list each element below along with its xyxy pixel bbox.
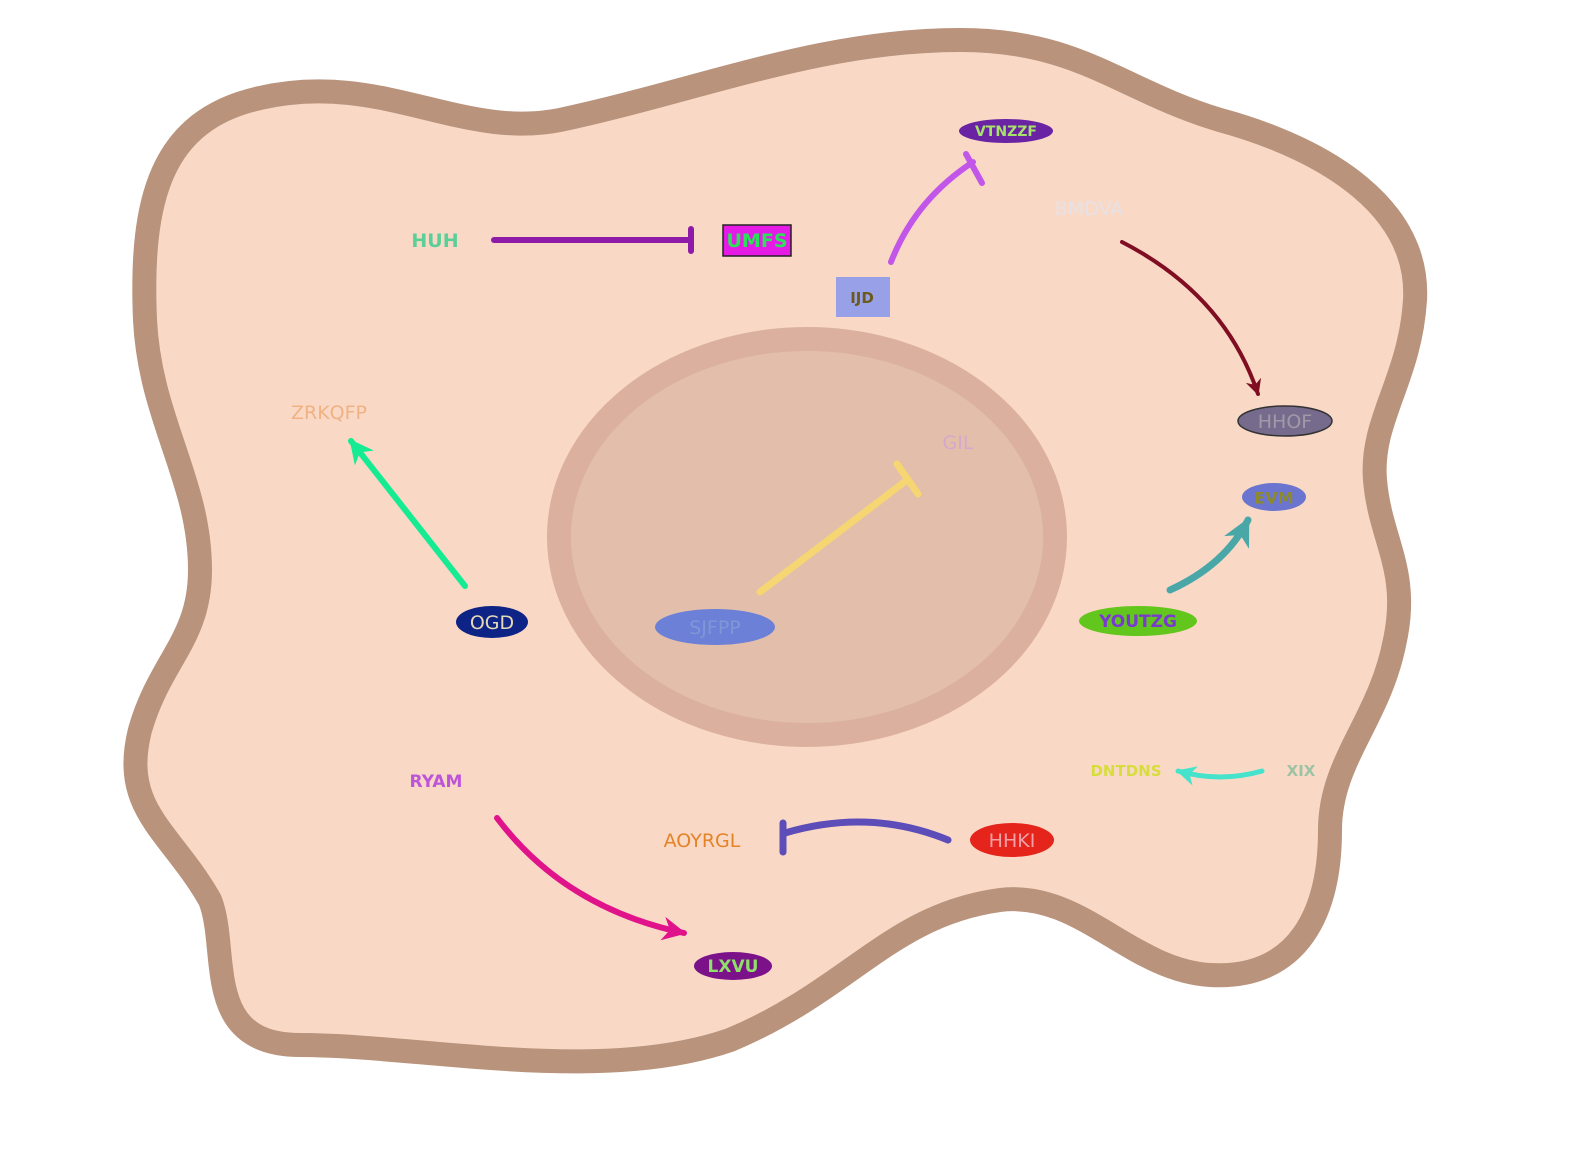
edge-ryam-lxvu: [494, 815, 687, 941]
node-dntdns-label: DNTDNS: [1090, 762, 1161, 780]
edge-hhki-aoyrgl: [779, 818, 952, 856]
node-xix-label: XIX: [1287, 762, 1316, 780]
node-ijd-shape: [836, 277, 890, 317]
node-zrkqfp-label: ZRKQFP: [291, 402, 367, 424]
edge-sjfpp-gil: [756, 460, 922, 596]
node-vtnzzf-shape: [959, 119, 1053, 143]
node-evm-label: EVM: [1254, 489, 1293, 508]
node-dntdns[interactable]: DNTDNS: [1090, 762, 1161, 780]
edge-youtzg-evm: [1166, 516, 1252, 594]
node-lxvu[interactable]: LXVU: [694, 952, 772, 980]
node-huh[interactable]: HUH: [411, 230, 458, 252]
edge-ogd-zrkqfp: [348, 438, 468, 589]
node-ryam[interactable]: RYAM: [410, 772, 463, 792]
node-ijd-label: IJD: [850, 289, 874, 307]
node-umfs-label: UMFS: [727, 230, 788, 252]
edge-xix-dntdns: [1175, 766, 1265, 786]
node-sjfpp-label: SJFPP: [689, 617, 741, 639]
node-hhki-shape: [970, 823, 1054, 857]
node-ogd[interactable]: OGD: [456, 606, 528, 638]
edge-bmdva-hhof: [1120, 240, 1262, 396]
node-umfs-shape: [722, 224, 792, 257]
node-aoyrgl-label: AOYRGL: [664, 830, 741, 852]
node-aoyrgl[interactable]: AOYRGL: [664, 830, 741, 852]
nucleus: [547, 327, 1067, 747]
node-hhof-shape: [1237, 405, 1333, 437]
node-bmdva[interactable]: BMDVA: [1055, 198, 1124, 220]
node-sjfpp-shape: [655, 609, 775, 645]
node-zrkqfp[interactable]: ZRKQFP: [291, 402, 367, 424]
node-vtnzzf-label: VTNZZF: [975, 124, 1037, 140]
node-xix[interactable]: XIX: [1287, 762, 1316, 780]
node-gil[interactable]: GIL: [943, 432, 974, 454]
node-huh-label: HUH: [411, 230, 458, 252]
node-ryam-label: RYAM: [410, 772, 463, 792]
node-hhki-label: HHKI: [989, 830, 1036, 852]
node-gil-label: GIL: [943, 432, 974, 454]
node-youtzg[interactable]: YOUTZG: [1079, 606, 1197, 636]
edge-ijd-vtnzzf: [888, 151, 985, 265]
node-hhof-label: HHOF: [1258, 411, 1312, 433]
node-ogd-shape: [456, 606, 528, 638]
node-youtzg-label: YOUTZG: [1098, 612, 1177, 632]
node-ogd-label: OGD: [470, 612, 514, 634]
node-ijd[interactable]: IJD: [836, 277, 890, 317]
node-evm[interactable]: EVM: [1242, 483, 1306, 511]
node-youtzg-shape: [1079, 606, 1197, 636]
node-umfs[interactable]: UMFS: [722, 224, 792, 257]
node-lxvu-shape: [694, 952, 772, 980]
edge-huh-umfs: [491, 226, 694, 254]
node-hhof[interactable]: HHOF: [1237, 405, 1333, 437]
node-lxvu-label: LXVU: [708, 957, 759, 977]
node-vtnzzf[interactable]: VTNZZF: [959, 119, 1053, 143]
node-bmdva-label: BMDVA: [1055, 198, 1124, 220]
node-sjfpp[interactable]: SJFPP: [655, 609, 775, 645]
node-evm-shape: [1242, 483, 1306, 511]
node-hhki[interactable]: HHKI: [970, 823, 1054, 857]
